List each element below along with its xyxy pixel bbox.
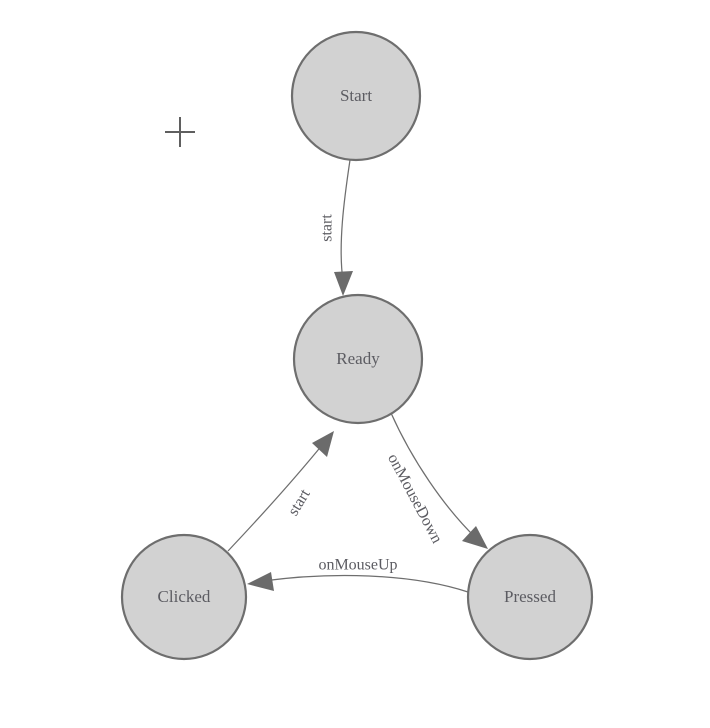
node-clicked-shape[interactable] [120, 533, 248, 661]
node-ready-shape[interactable] [292, 293, 424, 425]
edge-path-clicked-to-ready [227, 443, 324, 552]
node-ready[interactable]: Ready [292, 293, 424, 425]
arrowhead-pressed-to-clicked [247, 572, 274, 591]
edge-label-pressed-to-clicked: onMouseUp [318, 557, 397, 574]
arrowhead-ready-to-pressed [462, 526, 488, 549]
plus-marker[interactable] [165, 117, 195, 147]
node-start-label: Start [340, 86, 372, 105]
node-pressed[interactable]: Pressed [466, 533, 594, 661]
edge-clicked-to-ready[interactable]: start [227, 431, 334, 552]
edge-label-clicked-to-ready: start [285, 486, 314, 519]
node-pressed-shape[interactable] [466, 533, 594, 661]
edge-start-to-ready[interactable]: start [319, 159, 353, 296]
edge-label-ready-to-pressed: onMouseDown [384, 451, 445, 546]
node-clicked-label: Clicked [158, 587, 211, 606]
edge-ready-to-pressed[interactable]: onMouseDown [384, 412, 488, 549]
edge-path-pressed-to-clicked [262, 574, 469, 593]
arrowhead-clicked-to-ready [312, 431, 334, 457]
node-pressed-label: Pressed [504, 587, 556, 606]
edge-path-start-to-ready [340, 159, 351, 282]
node-start[interactable]: Start [290, 30, 422, 162]
edge-label-start-to-ready: start [319, 214, 336, 242]
edge-pressed-to-clicked[interactable]: onMouseUp [247, 557, 469, 593]
node-ready-label: Ready [336, 349, 380, 368]
edge-path-ready-to-pressed [390, 412, 477, 539]
arrowhead-start-to-ready [334, 271, 353, 296]
node-clicked[interactable]: Clicked [120, 533, 248, 661]
node-start-shape[interactable] [290, 30, 422, 162]
